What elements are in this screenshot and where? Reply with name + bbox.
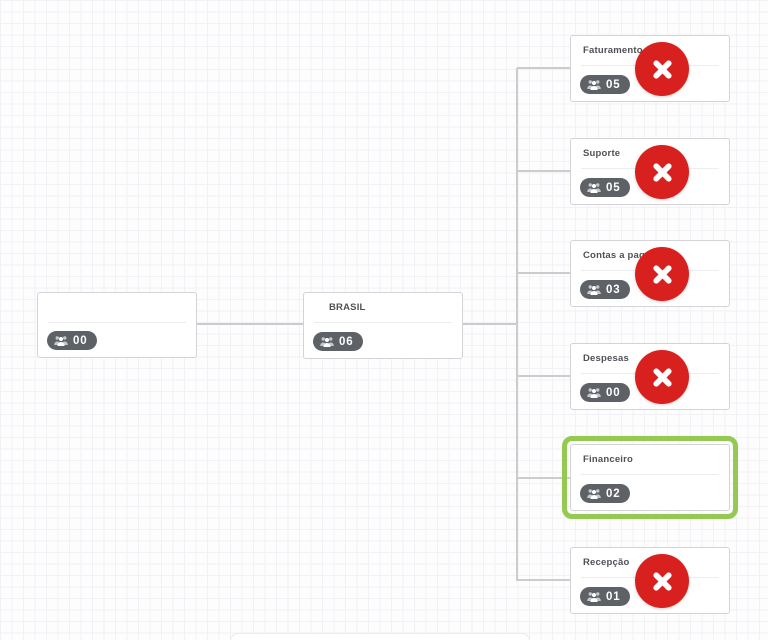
member-count-badge: 01 [580,587,631,606]
delete-node-button[interactable] [635,350,689,404]
delete-node-button[interactable] [635,247,689,301]
org-node-contas-a-pagar[interactable]: Contas a pagar 03 [570,240,730,307]
close-x-icon [652,264,672,284]
users-icon [587,388,601,398]
users-icon [54,336,68,346]
node-title: Faturamento [583,45,643,56]
member-count: 01 [606,590,621,603]
node-title: Contas a pagar [583,250,655,261]
close-x-icon [652,571,672,591]
member-count: 03 [606,283,621,296]
close-x-icon [652,162,672,182]
connector-branch-financeiro [517,477,570,479]
connector-trunk [516,68,518,581]
users-icon [587,80,601,90]
users-icon [587,183,601,193]
member-count-badge: 02 [580,484,631,503]
org-node-recepcao[interactable]: Recepção 01 [570,547,730,614]
member-count: 02 [606,487,621,500]
connector-root-brasil [197,323,303,325]
member-count: 05 [606,181,621,194]
node-title: Suporte [583,148,621,159]
member-count: 00 [606,386,621,399]
member-count-badge: 05 [580,178,631,197]
connector-branch-despesas [517,375,570,377]
member-count: 00 [73,334,88,347]
users-icon [587,489,601,499]
node-separator [48,322,186,323]
connector-branch-contas [517,272,570,274]
member-count-badge: 00 [580,383,631,402]
org-node-brasil[interactable]: BRASIL 06 [303,292,463,359]
users-icon [587,592,601,602]
delete-node-button[interactable] [635,42,689,96]
org-node-financeiro[interactable]: Financeiro 02 [570,444,730,511]
delete-node-button[interactable] [635,145,689,199]
org-node-despesas[interactable]: Despesas 00 [570,343,730,410]
delete-node-button[interactable] [635,554,689,608]
member-count-badge: 06 [313,332,364,351]
node-title: Despesas [583,353,629,364]
close-x-icon [652,59,672,79]
close-x-icon [652,367,672,387]
org-node-faturamento[interactable]: Faturamento 05 [570,35,730,102]
connector-branch-suporte [517,170,570,172]
users-icon [320,337,334,347]
connector-branch-faturamento [517,67,570,69]
member-count-badge: 03 [580,280,631,299]
node-separator [581,474,719,475]
node-title: Financeiro [583,454,634,465]
connector-branch-recepcao [517,579,570,581]
node-title: BRASIL [329,302,366,313]
node-separator [314,322,452,323]
node-title: Recepção [583,557,630,568]
connector-brasil-trunk [463,323,516,325]
member-count-badge: 05 [580,75,631,94]
node-title [50,302,184,315]
member-count-badge: 00 [47,331,98,350]
org-node-root[interactable]: 00 [37,292,197,358]
member-count: 05 [606,78,621,91]
users-icon [587,285,601,295]
org-node-suporte[interactable]: Suporte 05 [570,138,730,205]
member-count: 06 [339,335,354,348]
bottom-panel[interactable] [230,633,530,640]
